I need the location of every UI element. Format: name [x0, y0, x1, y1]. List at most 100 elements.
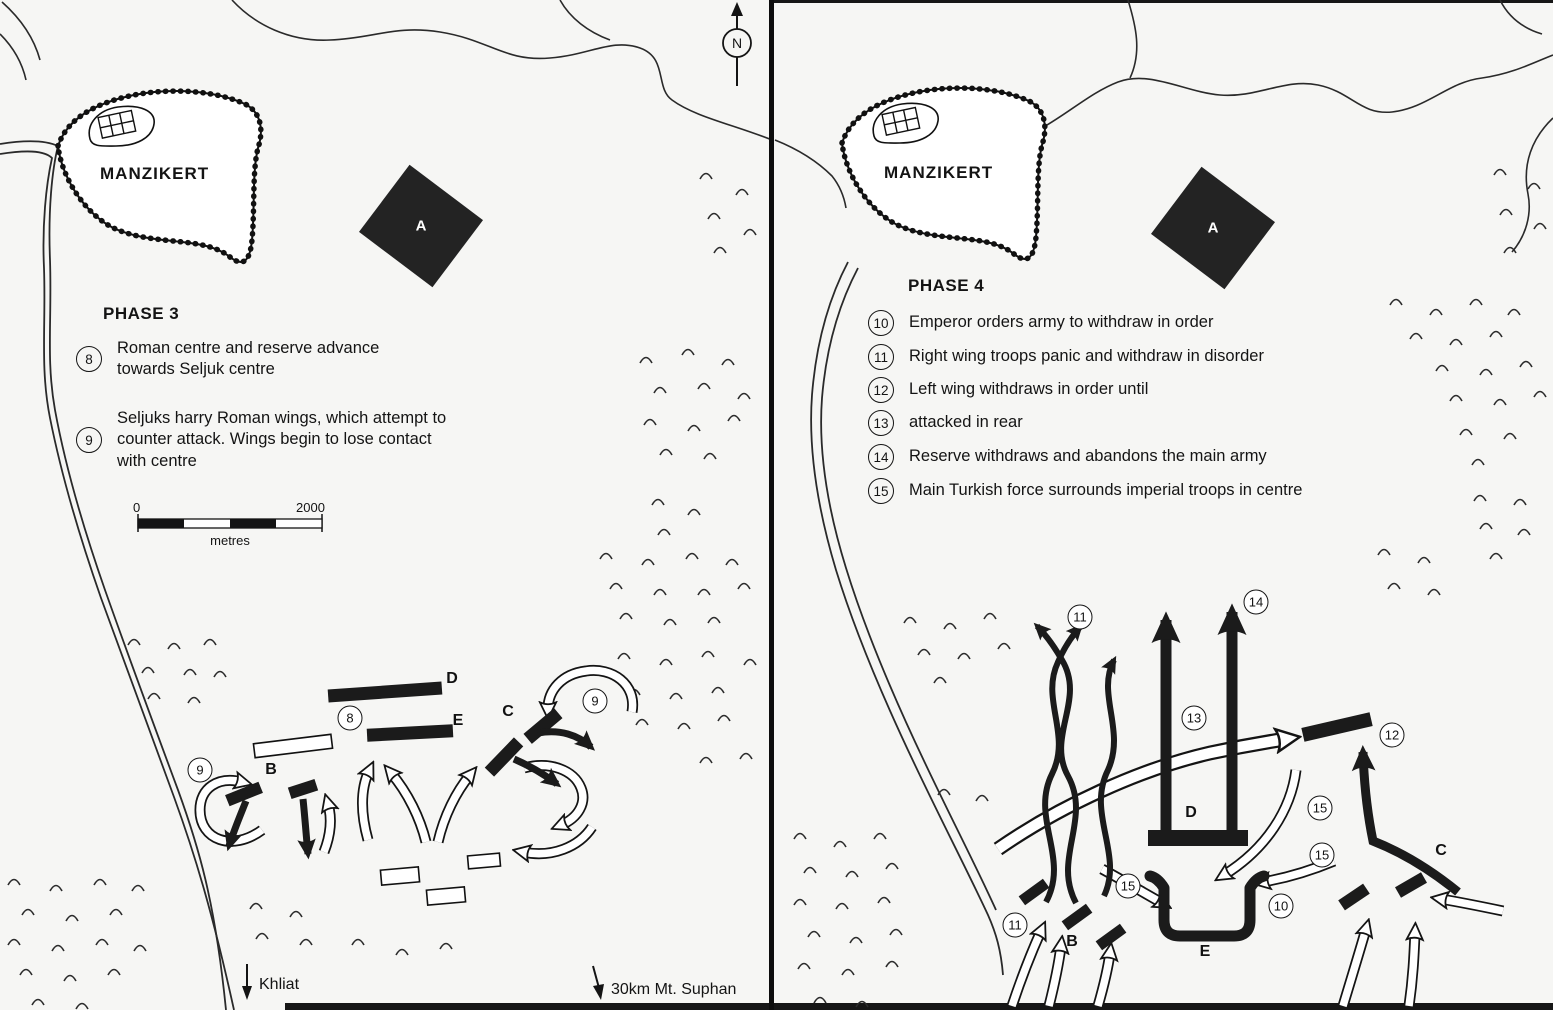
panic-withdraw-strand — [1097, 655, 1117, 898]
unit-bar-c1 — [484, 737, 524, 777]
unit-bar-b1 — [225, 781, 263, 807]
legend-text-11: Right wing troops panic and withdraw in … — [909, 347, 1264, 366]
legend-text-13: attacked in rear — [909, 413, 1023, 432]
turkish-advance-arrow — [1094, 953, 1110, 1008]
scale-bar — [137, 514, 323, 532]
turkish-advance-arrow — [1441, 899, 1504, 915]
roman-reserve-bar — [252, 733, 334, 759]
town-label-right: MANZIKERT — [884, 163, 994, 182]
unit-bar-e — [366, 724, 454, 742]
map-marker-12: 12 — [1379, 722, 1405, 748]
scale-unit: metres — [210, 533, 250, 548]
seljuk-curl-arrow — [548, 666, 637, 712]
legend-item: 10 Emperor orders army to withdraw in or… — [868, 310, 1213, 336]
turkish-advance-arrow — [1045, 946, 1061, 1007]
unit-label-b-right: B — [1066, 933, 1078, 950]
unit-label-c-right: C — [1435, 842, 1447, 859]
road-right — [810, 261, 1004, 976]
legend-item: 11 Right wing troops panic and withdraw … — [868, 344, 1264, 370]
unit-label-d-left: D — [446, 670, 458, 687]
unit-bar-b — [1095, 923, 1127, 951]
map-marker-10: 10 — [1268, 893, 1294, 919]
unit-label-e-left: E — [452, 712, 464, 729]
map-marker-8: 8 — [337, 705, 363, 731]
legend-text-10: Emperor orders army to withdraw in order — [909, 313, 1214, 332]
seljuk-curl-arrow — [523, 824, 596, 854]
unit-label-c-left: C — [502, 703, 514, 720]
roman-advance-arrow — [434, 775, 470, 843]
town-label-left: MANZIKERT — [100, 164, 210, 183]
destination-suphan: 30km Mt. Suphan — [611, 981, 737, 998]
map-marker-9: 9 — [582, 688, 608, 714]
right-panel-graphics — [774, 0, 1553, 1008]
unit-bar-b — [1018, 878, 1050, 906]
road-to-khliat — [0, 140, 235, 1010]
legend-item: 14 Reserve withdraws and abandons the ma… — [868, 444, 1267, 470]
camp-label-left: A — [415, 217, 427, 235]
map-marker-9: 9 — [187, 757, 213, 783]
legend-badge-13: 13 — [868, 410, 894, 436]
surround-arrow-15 — [1224, 769, 1300, 875]
river-right — [774, 0, 1553, 253]
left-formation-units — [224, 681, 596, 906]
counter-attack-arrow — [537, 728, 596, 751]
counter-attack-arrow — [297, 798, 316, 860]
legend-text-8: Roman centre and reserve advance towards… — [117, 339, 380, 379]
legend-item: 13 attacked in rear — [868, 410, 1023, 436]
legend-item: 12 Left wing withdraws in order until — [868, 377, 1148, 403]
reserve-base-bar-d — [1148, 830, 1248, 846]
map-marker-11: 11 — [1002, 912, 1028, 938]
destination-arrows — [242, 964, 604, 1000]
legend-item: 15 Main Turkish force surrounds imperial… — [868, 478, 1302, 504]
left-wing-withdraw-arrow — [1351, 744, 1461, 896]
left-panel-graphics — [0, 0, 773, 1010]
roman-advance-arrow — [391, 773, 430, 843]
roman-wing-arrow — [320, 804, 330, 854]
roman-second-line — [425, 886, 467, 906]
legend-item: 9 Seljuks harry Roman wings, which attem… — [76, 408, 447, 472]
unit-label-b-left: B — [265, 761, 277, 778]
roman-second-line — [379, 866, 421, 886]
legend-badge-9: 9 — [76, 427, 102, 454]
unit-bar-c — [1338, 883, 1370, 911]
scan-edge-top — [772, 0, 1553, 3]
legend-badge-8: 8 — [76, 346, 102, 373]
legend-text-14: Reserve withdraws and abandons the main … — [909, 447, 1267, 466]
turkish-advance-arrow — [1409, 933, 1415, 1007]
map-marker-13: 13 — [1181, 705, 1207, 731]
unit-label-d-right: D — [1185, 804, 1197, 821]
unit-label-e-right: E — [1199, 943, 1211, 960]
map-marker-15: 15 — [1115, 873, 1141, 899]
unit-bar-b — [1061, 903, 1093, 931]
compass-label: N — [731, 35, 743, 51]
roman-second-line — [466, 852, 502, 870]
left-formation-arrows — [194, 664, 639, 854]
north-arrow — [722, 2, 752, 86]
legend-badge-10: 10 — [868, 310, 894, 336]
panic-withdraw-strand — [1033, 622, 1079, 905]
map-marker-15: 15 — [1307, 795, 1333, 821]
legend-badge-15: 15 — [868, 478, 894, 504]
legend-text-15: Main Turkish force surrounds imperial tr… — [909, 481, 1303, 500]
terrain-marks-right — [793, 168, 1547, 1008]
surrounded-centre-e — [1144, 870, 1270, 942]
scale-end: 2000 — [296, 500, 325, 515]
phase-title-left: PHASE 3 — [103, 304, 180, 323]
legend-text-9: Seljuks harry Roman wings, which attempt… — [117, 409, 447, 470]
legend-badge-12: 12 — [868, 377, 894, 403]
counter-attack-arrow — [512, 755, 562, 788]
panel-divider — [769, 0, 774, 1010]
legend-text-12: Left wing withdraws in order until — [909, 380, 1149, 399]
scale-start: 0 — [133, 500, 141, 515]
seljuk-curl-arrow — [523, 761, 587, 825]
turkish-advance-arrow — [1339, 929, 1366, 1008]
legend-item: 8 Roman centre and reserve advance towar… — [76, 338, 437, 381]
legend-badge-11: 11 — [868, 344, 894, 370]
phase-title-right: PHASE 4 — [908, 276, 985, 295]
left-wing-bar-12 — [1301, 712, 1373, 742]
scan-edge-bottom — [285, 1003, 1553, 1010]
unit-bar-c — [1395, 872, 1427, 898]
camp-label-right: A — [1207, 219, 1219, 237]
